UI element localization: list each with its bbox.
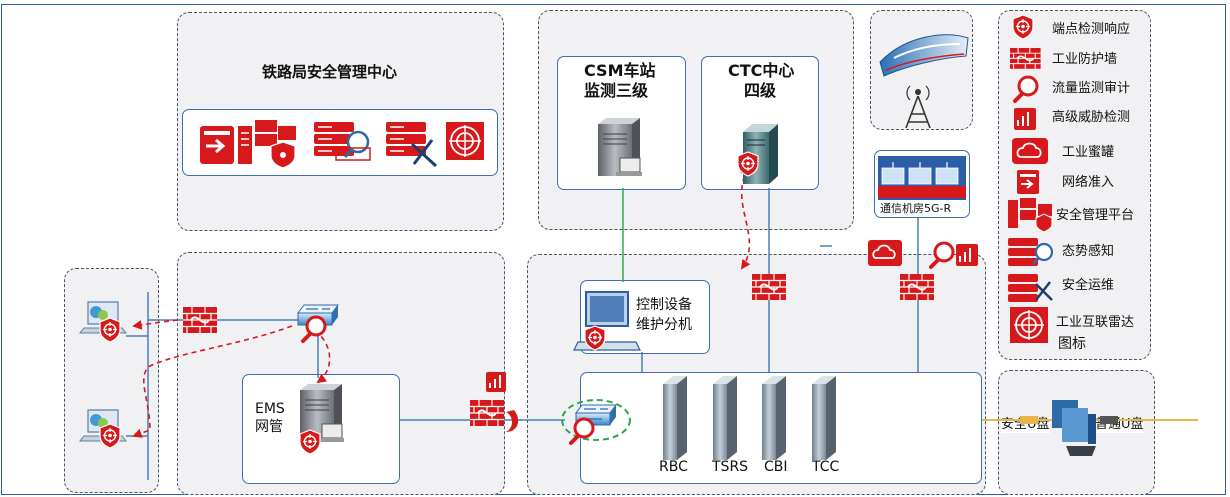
comm-room-label: 通信机房5G-R [880,202,952,215]
cbi-rack-icon [762,376,786,460]
tcc-rack-icon [812,376,836,460]
legend-icon-situation-awareness [1008,238,1054,266]
situation-awareness-icon [314,122,371,161]
legend-label-situation-awareness: 态势感知 [1062,244,1115,259]
usb-computer-icon [1052,400,1096,456]
csm-server-icon [597,117,643,177]
maintenance-label-line2: 维护分机 [636,317,692,333]
firewall-ems-icon [469,399,505,427]
legend-icon-radar [1010,307,1048,343]
legend-icon-firewall [1009,47,1042,70]
management-platform-icon [238,120,296,169]
core-switch-highlight [561,399,631,441]
legend-label-secure-ops: 安全运维 [1062,278,1115,293]
legend-icon-honeypot [1012,138,1048,164]
ctc-edr-shield-icon [737,151,759,177]
device-label-tcc: TCC [812,459,840,475]
client-top-edr-shield-icon [99,317,121,343]
antenna-tower-icon [905,85,931,129]
firewall-clients-icon [182,306,218,334]
ems-label-line2: 网管 [255,419,283,435]
bureau-center-title: 铁路局安全管理中心 [262,63,398,81]
legend-icon-threat-detection [1014,108,1036,130]
firewall-ctc-icon [751,273,787,301]
legend-icon-secure-ops [1008,274,1053,302]
csm-title-line1: CSM车站 [584,61,656,80]
device-label-cbi: CBI [764,459,788,475]
honeypot-icon [868,240,902,266]
legend-label-threat-detection: 高级威胁检测 [1052,110,1131,125]
tsrs-rack-icon [713,376,737,460]
threat-chart-icon [486,372,506,392]
legend-label-honeypot: 工业蜜罐 [1062,145,1115,160]
maintenance-label-line1: 控制设备 [636,297,692,313]
csm-title-line2: 监测三级 [584,81,649,100]
legend-icon-edr [1012,14,1034,40]
legend-label-radar: 工业互联雷达 [1056,315,1135,330]
legend-label-network-access: 网络准入 [1062,175,1115,190]
legend-icon-traffic-audit [1013,75,1039,103]
firewall-comm-icon [899,273,935,301]
network-access-icon [200,126,234,164]
rbc-rack-icon [663,376,687,460]
legend-label-firewall: 工业防护墙 [1052,52,1118,67]
device-label-rbc: RBC [659,459,688,475]
legend-label-traffic-audit: 流量监测审计 [1052,81,1131,96]
device-label-tsrs: TSRS [712,459,749,475]
legend-icon-network-access [1017,170,1039,194]
usb-normal-stick-icon [1100,416,1118,424]
ems-label-line1: EMS [255,401,285,417]
legend-footer: 图标 [1058,336,1086,352]
train-icon [879,34,969,77]
traffic-audit-station-icon [569,417,595,445]
ems-edr-shield-icon [299,429,321,455]
threat-detection-icon [956,244,978,266]
comm-room-equipment-icon [878,156,966,200]
ctc-title-line1: CTC中心 [728,61,795,80]
radar-icon [446,122,484,160]
legend-icon-management-platform [1008,198,1053,233]
client-bottom-edr-shield-icon [99,423,121,449]
traffic-audit-icon [929,241,955,269]
zone-train [870,10,973,130]
usb-secure-stick-icon [1020,416,1038,424]
maintenance-pc-icon [573,291,641,351]
fire-icon [506,410,519,432]
maintenance-edr-shield-icon [584,325,606,351]
secure-ops-icon [386,122,438,168]
ctc-title-line2: 四级 [744,81,777,100]
legend-label-edr: 端点检测响应 [1052,22,1131,37]
legend-label-management-platform: 安全管理平台 [1056,208,1135,223]
